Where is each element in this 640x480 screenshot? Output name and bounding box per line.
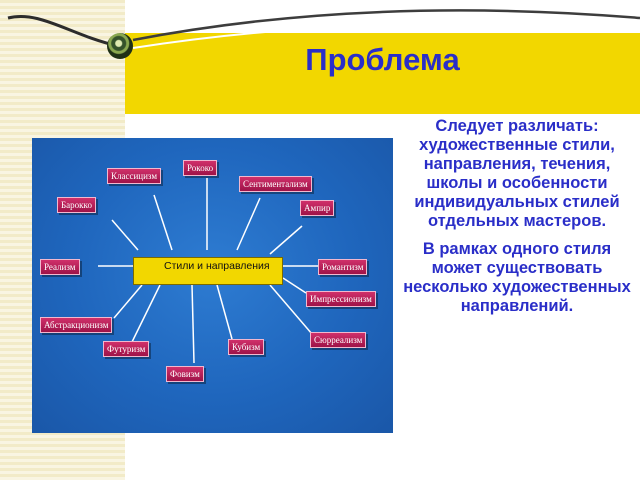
connector-line [113,284,143,319]
diagram-connectors [98,178,318,364]
body-paragraph-2: В рамках одного стиля может существовать… [403,240,631,315]
connector-line [216,284,233,340]
node-romanticism: Романтизм [318,259,368,275]
connector-line [269,284,313,335]
styles-diagram: Рококо Классицизм Сентиментализм Барокко… [32,138,393,433]
diagram-center-label: Стили и направления [133,257,283,285]
node-surrealism: Сюрреализм [310,332,367,348]
slide-body-text: Следует различать: художественные стили,… [398,117,636,325]
node-futurism: Футуризм [103,341,150,357]
node-baroque: Барокко [57,197,96,213]
node-abstractionism: Абстракционизм [40,317,113,333]
node-sentimentalism: Сентиментализм [239,176,312,192]
body-paragraph-1: Следует различать: художественные стили,… [414,117,620,230]
node-cubism: Кубизм [228,339,265,355]
connector-line [131,284,161,343]
connector-line [269,225,303,255]
decorative-orb-icon [107,33,133,59]
slide-title: Проблема [305,42,460,77]
connector-line [191,284,195,364]
title-band [125,33,640,114]
node-fauvism: Фовизм [166,366,204,382]
node-impressionism: Импрессионизм [306,291,376,307]
connector-line [153,194,173,251]
node-rococo: Рококо [183,160,218,176]
connector-line [111,219,139,251]
node-classicism: Классицизм [107,168,162,184]
connector-line [236,197,261,251]
connector-line [282,277,307,294]
node-empire: Ампир [300,200,335,216]
node-realism: Реализм [40,259,80,275]
